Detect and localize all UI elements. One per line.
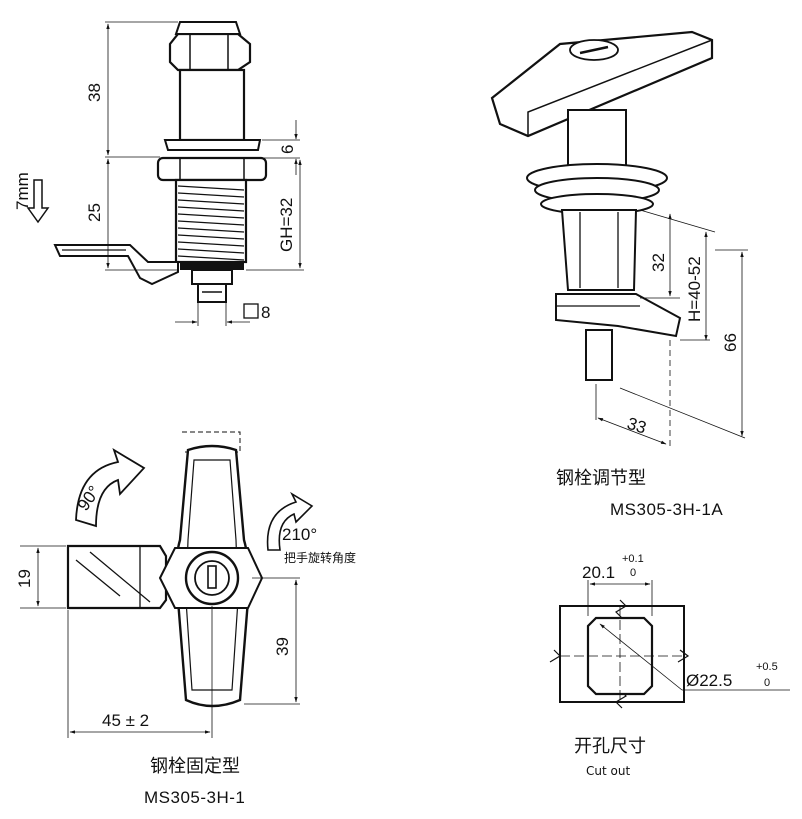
hex-head	[168, 32, 252, 72]
dim-38: 38	[85, 83, 104, 102]
cutout-diameter: Ø22.5	[686, 671, 732, 690]
adjustable-view-drawing	[490, 30, 748, 448]
adjustable-caption-model: MS305-3H-1A	[610, 500, 723, 519]
cutout-drawing	[549, 580, 790, 709]
dim-19: 19	[15, 569, 34, 588]
dim-h-range: H=40-52	[685, 256, 704, 322]
dim-66: 66	[721, 333, 740, 352]
cutout-width: 20.1	[582, 563, 615, 582]
flange	[163, 139, 262, 151]
cutout-caption-cn: 开孔尺寸	[574, 736, 646, 757]
dim-32: 32	[649, 253, 668, 272]
cutout-dia-tol-upper: +0.5	[756, 661, 778, 673]
lock-body	[178, 68, 246, 142]
dim-6: 6	[278, 145, 297, 154]
fixed-caption-model: MS305-3H-1	[144, 788, 245, 807]
square-pin	[197, 283, 227, 303]
fixed-caption-cn: 钢栓固定型	[150, 756, 240, 777]
rotate-210-arrow	[266, 491, 314, 551]
cutout-dia-tol-lower: 0	[764, 677, 770, 689]
dim-gh32: GH=32	[277, 198, 296, 252]
dim-33: 33	[625, 414, 649, 438]
dim-25: 25	[85, 203, 104, 222]
rotate-90-arrow	[75, 447, 146, 528]
dim-39: 39	[273, 637, 292, 656]
nut	[156, 156, 268, 182]
cutout-caption-en: Cut out	[586, 764, 630, 778]
cutout-width-tol-lower: 0	[630, 567, 636, 579]
dim-7mm: 7mm	[13, 172, 32, 210]
dim-45: 45 ± 2	[102, 711, 149, 730]
side-view-drawing	[26, 21, 304, 326]
dim-square-8: 8	[261, 303, 270, 322]
cam-lever	[53, 244, 179, 286]
rotation-210-label: 210°	[282, 525, 317, 544]
cam-front	[66, 544, 168, 610]
cutout-width-tol-upper: +0.1	[622, 553, 644, 565]
front-view-drawing	[20, 431, 314, 738]
adjustable-caption-cn: 钢栓调节型	[556, 468, 646, 489]
rotation-angle-label: 把手旋转角度	[284, 550, 356, 565]
